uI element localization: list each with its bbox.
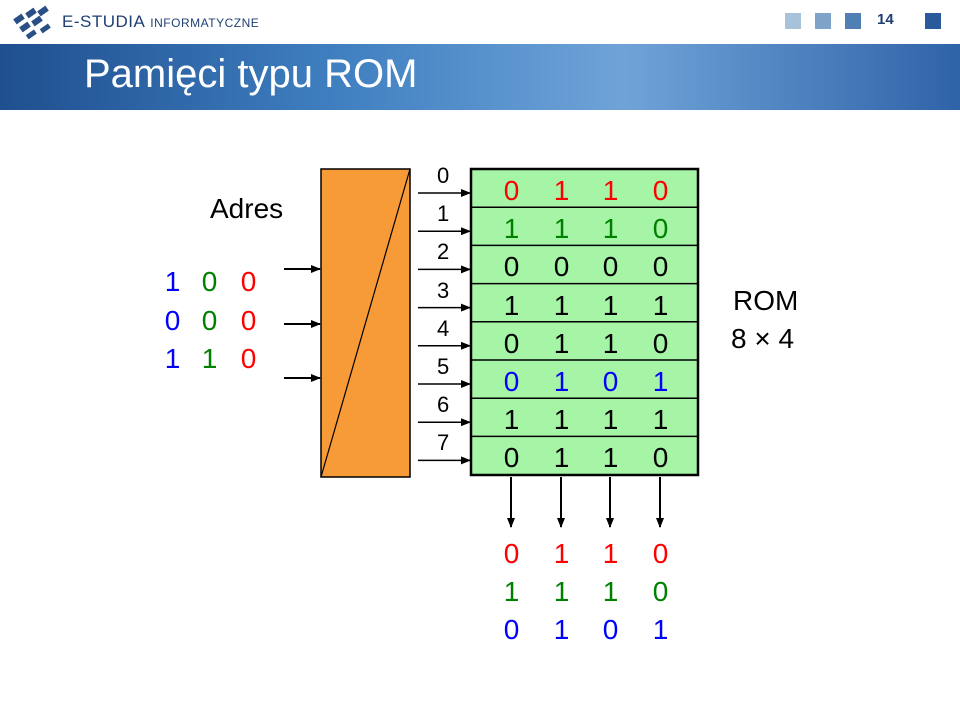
rom-cell: 0 xyxy=(652,327,669,359)
row-index-label: 1 xyxy=(437,201,450,227)
page-number: 14 xyxy=(877,11,894,28)
rom-cell: 0 xyxy=(503,327,520,359)
output-bit: 1 xyxy=(553,576,570,607)
rom-cell: 1 xyxy=(553,366,570,397)
rom-cell: 1 xyxy=(602,175,619,206)
address-bit: 1 xyxy=(164,266,181,297)
row-index-label: 6 xyxy=(437,392,450,418)
rom-cell: 0 xyxy=(652,251,669,283)
rom-cell: 1 xyxy=(503,289,520,321)
header-square-1 xyxy=(785,13,801,29)
rom-cell: 0 xyxy=(503,251,520,283)
rom-cell: 1 xyxy=(602,289,619,321)
row-index-label: 5 xyxy=(437,354,450,379)
address-bit: 0 xyxy=(201,305,218,336)
header-square-2 xyxy=(815,13,831,29)
rom-cell: 1 xyxy=(503,213,520,245)
rom-size-label: 8 × 4 xyxy=(731,323,795,354)
rom-cell: 0 xyxy=(652,213,669,245)
rom-label: ROM xyxy=(733,285,799,316)
row-index-label: 4 xyxy=(437,315,450,341)
address-bit: 0 xyxy=(240,305,257,336)
output-bit: 0 xyxy=(652,576,669,607)
output-bit: 0 xyxy=(503,538,520,569)
output-bit: 0 xyxy=(652,538,669,569)
rom-cell: 1 xyxy=(553,327,570,359)
row-index-label: 0 xyxy=(437,163,450,188)
address-label: Adres xyxy=(210,193,284,224)
rom-cell: 1 xyxy=(553,442,570,474)
rom-cell: 1 xyxy=(553,175,570,206)
rom-cell: 1 xyxy=(553,289,570,321)
rom-cell: 0 xyxy=(602,366,619,397)
address-bit: 0 xyxy=(240,266,257,297)
rom-cell: 0 xyxy=(602,251,619,283)
output-bit: 1 xyxy=(602,538,619,569)
rom-cell: 1 xyxy=(652,366,669,397)
rom-cell: 0 xyxy=(503,366,520,397)
rom-cell: 0 xyxy=(503,175,520,206)
title-bar xyxy=(0,44,960,110)
output-bit: 0 xyxy=(503,614,520,645)
row-index-label: 3 xyxy=(437,277,450,303)
logo-text-sub: INFORMATYCZNE xyxy=(150,16,260,30)
rom-cell: 0 xyxy=(652,442,669,474)
output-bit: 1 xyxy=(553,614,570,645)
rom-cell: 1 xyxy=(553,404,570,436)
output-bit: 1 xyxy=(652,614,669,645)
rom-cell: 1 xyxy=(602,442,619,474)
output-bit: 0 xyxy=(602,614,619,645)
slide-title: Pamięci typu ROM xyxy=(84,52,418,96)
output-bit: 1 xyxy=(553,538,570,569)
rom-cell: 0 xyxy=(553,251,570,283)
row-index-label: 7 xyxy=(437,430,450,456)
rom-cell: 0 xyxy=(652,175,669,206)
logo-icon xyxy=(13,5,51,40)
header-square-4 xyxy=(925,13,941,29)
rom-cell: 1 xyxy=(652,404,669,436)
address-bit: 0 xyxy=(164,305,181,336)
address-bit: 1 xyxy=(201,343,218,374)
address-bit: 0 xyxy=(201,266,218,297)
logo-text: E-STUDIA INFORMATYCZNE xyxy=(62,12,259,32)
decoder-diagonal xyxy=(320,168,411,478)
rom-cell: 1 xyxy=(602,404,619,436)
logo-text-main: E-STUDIA xyxy=(62,12,146,31)
output-bit: 1 xyxy=(602,576,619,607)
address-bit: 1 xyxy=(164,343,181,374)
rom-cell: 1 xyxy=(602,327,619,359)
row-index-label: 2 xyxy=(437,239,450,265)
address-bit: 0 xyxy=(240,343,257,374)
output-bit: 1 xyxy=(503,576,520,607)
rom-cell: 0 xyxy=(503,442,520,474)
rom-cell: 1 xyxy=(553,213,570,245)
rom-cell: 1 xyxy=(602,213,619,245)
rom-cell: 1 xyxy=(503,404,520,436)
header-square-3 xyxy=(845,13,861,29)
rom-cell: 1 xyxy=(652,289,669,321)
